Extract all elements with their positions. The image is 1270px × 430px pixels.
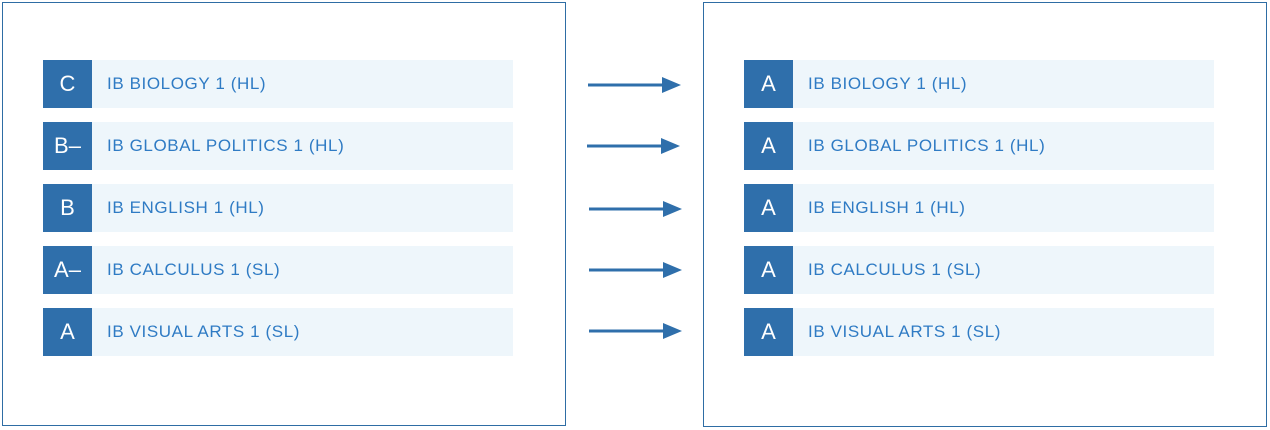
after-grade-list: A IB BIOLOGY 1 (HL) A IB GLOBAL POLITICS… [744, 60, 1214, 370]
course-name: IB BIOLOGY 1 (HL) [808, 74, 968, 93]
grade-badge: A [744, 184, 793, 232]
grade-badge: A [744, 308, 793, 356]
grade-row-global-politics: A IB GLOBAL POLITICS 1 (HL) [744, 122, 1214, 170]
grade-badge: A [744, 246, 793, 294]
right-arrow-icon [587, 136, 683, 156]
grade-badge: A– [43, 246, 92, 294]
course-name: IB ENGLISH 1 (HL) [107, 198, 265, 217]
grade-row-biology: C IB BIOLOGY 1 (HL) [43, 60, 513, 108]
grade-badge: B [43, 184, 92, 232]
grade-row-calculus: A– IB CALCULUS 1 (SL) [43, 246, 513, 294]
grade-badge: A [744, 60, 793, 108]
right-arrow-icon [589, 199, 685, 219]
grade-row-english: B IB ENGLISH 1 (HL) [43, 184, 513, 232]
before-grades-panel: C IB BIOLOGY 1 (HL) B– IB GLOBAL POLITIC… [2, 2, 566, 426]
course-name: IB CALCULUS 1 (SL) [808, 260, 982, 279]
course-name: IB CALCULUS 1 (SL) [107, 260, 281, 279]
grade-badge: B– [43, 122, 92, 170]
after-grades-panel: A IB BIOLOGY 1 (HL) A IB GLOBAL POLITICS… [703, 2, 1267, 427]
grade-row-visual-arts: A IB VISUAL ARTS 1 (SL) [744, 308, 1214, 356]
grade-badge: A [744, 122, 793, 170]
right-arrow-icon [588, 75, 684, 95]
before-grade-list: C IB BIOLOGY 1 (HL) B– IB GLOBAL POLITIC… [43, 60, 513, 370]
right-arrow-icon [589, 260, 685, 280]
course-name: IB GLOBAL POLITICS 1 (HL) [107, 136, 345, 155]
grade-row-english: A IB ENGLISH 1 (HL) [744, 184, 1214, 232]
course-name: IB VISUAL ARTS 1 (SL) [808, 322, 1002, 341]
course-name: IB BIOLOGY 1 (HL) [107, 74, 267, 93]
grade-badge: A [43, 308, 92, 356]
course-name: IB ENGLISH 1 (HL) [808, 198, 966, 217]
right-arrow-icon [589, 321, 685, 341]
grade-row-global-politics: B– IB GLOBAL POLITICS 1 (HL) [43, 122, 513, 170]
grade-row-biology: A IB BIOLOGY 1 (HL) [744, 60, 1214, 108]
course-name: IB GLOBAL POLITICS 1 (HL) [808, 136, 1046, 155]
grade-badge: C [43, 60, 92, 108]
course-name: IB VISUAL ARTS 1 (SL) [107, 322, 301, 341]
grade-row-visual-arts: A IB VISUAL ARTS 1 (SL) [43, 308, 513, 356]
grade-row-calculus: A IB CALCULUS 1 (SL) [744, 246, 1214, 294]
